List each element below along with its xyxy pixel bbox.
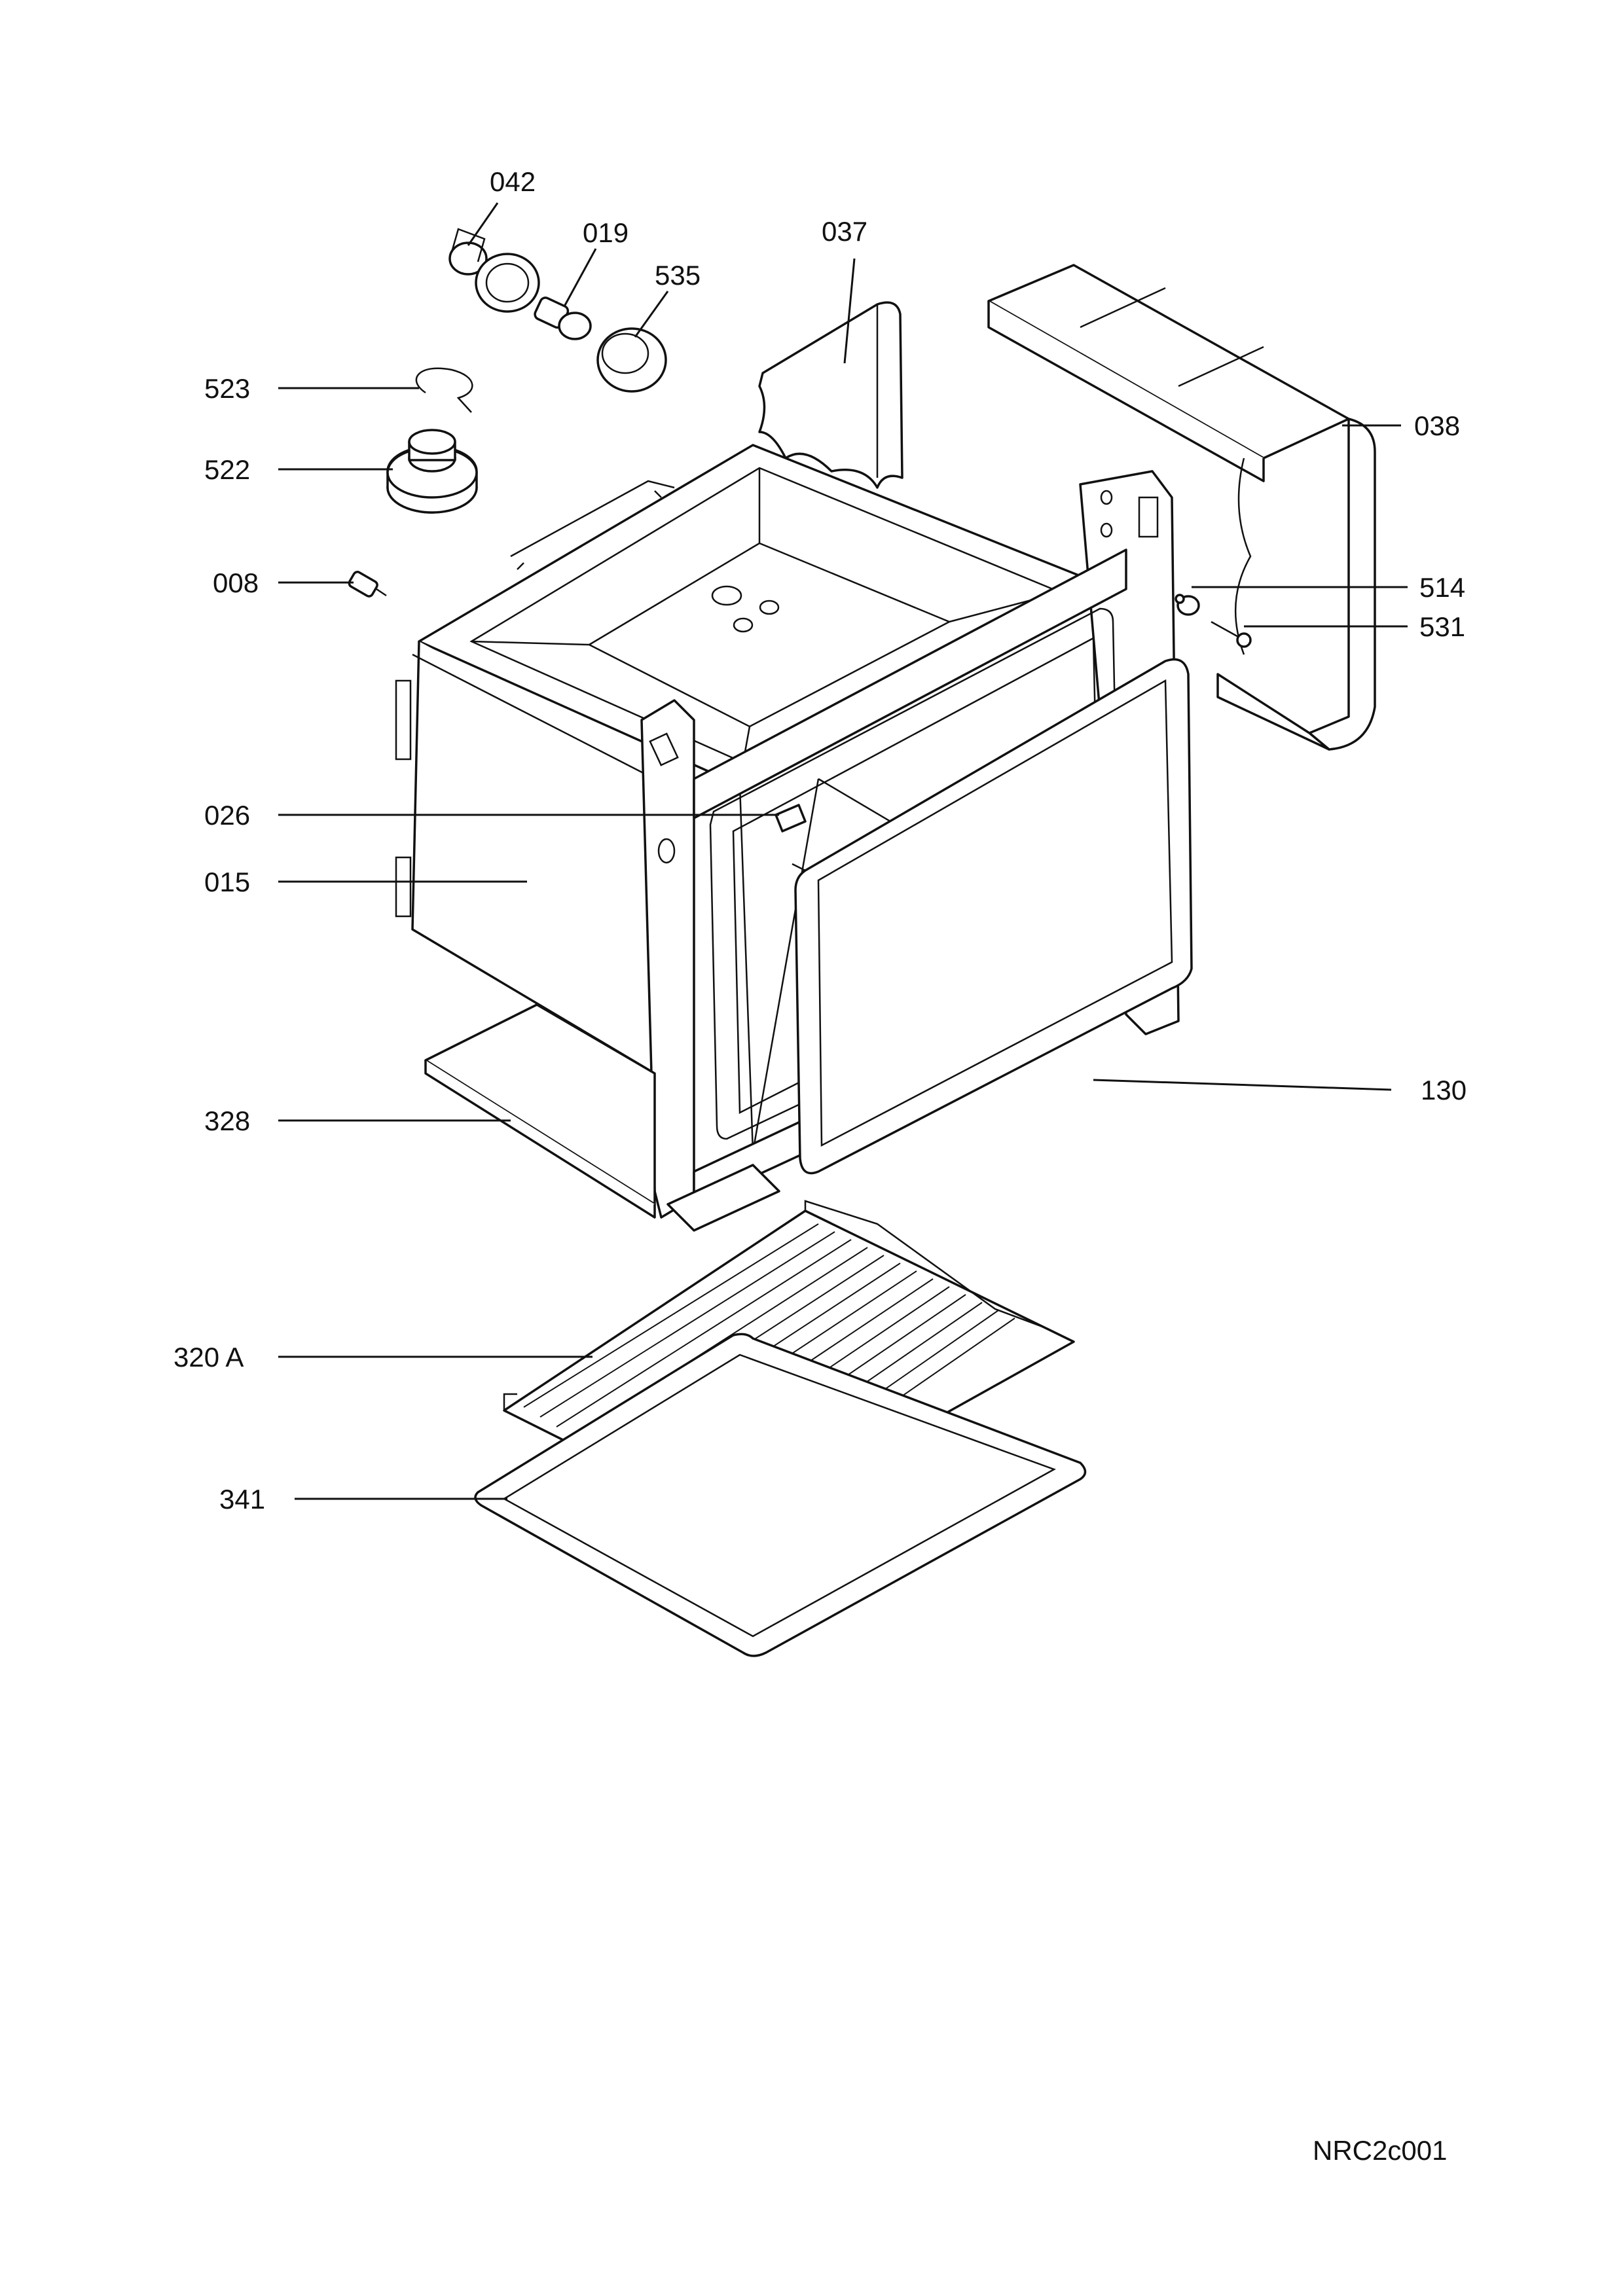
label-037: 037 [822, 216, 867, 247]
label-320A: 320 A [173, 1342, 244, 1372]
baking-tray-part-341 [474, 1333, 1087, 1657]
sensor-part-008 [348, 571, 387, 598]
screw-part-531 [1211, 620, 1252, 648]
label-523: 523 [204, 373, 250, 404]
label-015: 015 [204, 867, 250, 897]
label-341: 341 [219, 1484, 265, 1515]
label-522: 522 [204, 454, 250, 485]
label-130: 130 [1421, 1075, 1467, 1105]
label-042: 042 [490, 166, 536, 197]
lamp-cover-part-535 [596, 327, 667, 393]
spring-clip-part-523 [415, 367, 473, 413]
lamp-bulb-part-019 [534, 296, 592, 340]
insulation-part-037 [758, 301, 903, 489]
drawing-code: NRC2c001 [1313, 2135, 1447, 2166]
knob-part-522 [386, 429, 478, 514]
label-019: 019 [583, 217, 629, 248]
label-531: 531 [1419, 611, 1465, 642]
label-038: 038 [1414, 410, 1460, 441]
part-labels: 042 019 037 535 523 038 522 008 514 531 … [173, 166, 1467, 1515]
label-008: 008 [213, 567, 259, 598]
light-cover-part-026 [775, 804, 807, 833]
screw-part-514 [1175, 594, 1200, 616]
bottom-plate-part-328 [424, 1003, 780, 1232]
label-328: 328 [204, 1105, 250, 1136]
leader-lines [278, 202, 1408, 1500]
label-535: 535 [655, 260, 701, 291]
lamp-holder-part-042 [448, 228, 540, 313]
label-026: 026 [204, 800, 250, 831]
insulation-part-038 [987, 264, 1376, 751]
label-514: 514 [1419, 572, 1465, 603]
door-gasket-part-130 [792, 658, 1193, 1175]
